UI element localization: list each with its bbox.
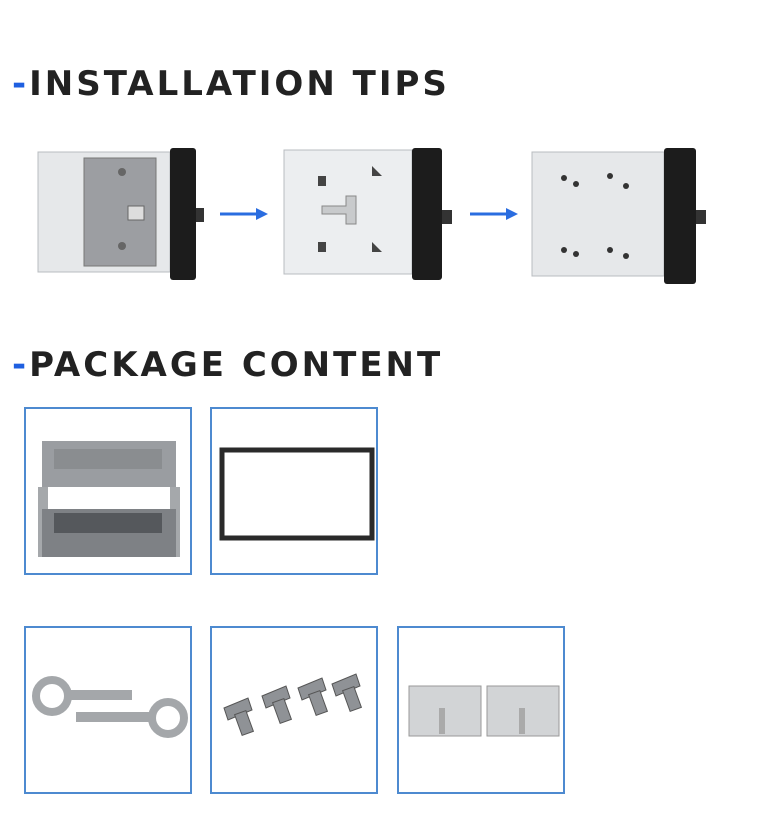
arrow-right-icon [470, 208, 518, 220]
item-trim-frame [210, 407, 378, 575]
step-1-radio-with-bracket [37, 148, 204, 280]
side-brackets-image [408, 685, 560, 737]
trim-frame-image [219, 447, 375, 541]
mounting-cage-image [38, 441, 180, 557]
arrow-right-icon [220, 208, 268, 220]
removal-keys-image [32, 676, 188, 738]
installation-tips-heading: -INSTALLATION TIPS [12, 64, 450, 104]
step-2-radio-side-panel [283, 148, 452, 280]
screws-image [223, 673, 363, 737]
item-side-brackets [397, 626, 565, 794]
item-screws [210, 626, 378, 794]
step-3-radio-installed [531, 148, 706, 284]
package-content-heading: -PACKAGE CONTENT [12, 345, 444, 385]
item-mounting-cage [24, 407, 192, 575]
item-removal-keys [24, 626, 192, 794]
